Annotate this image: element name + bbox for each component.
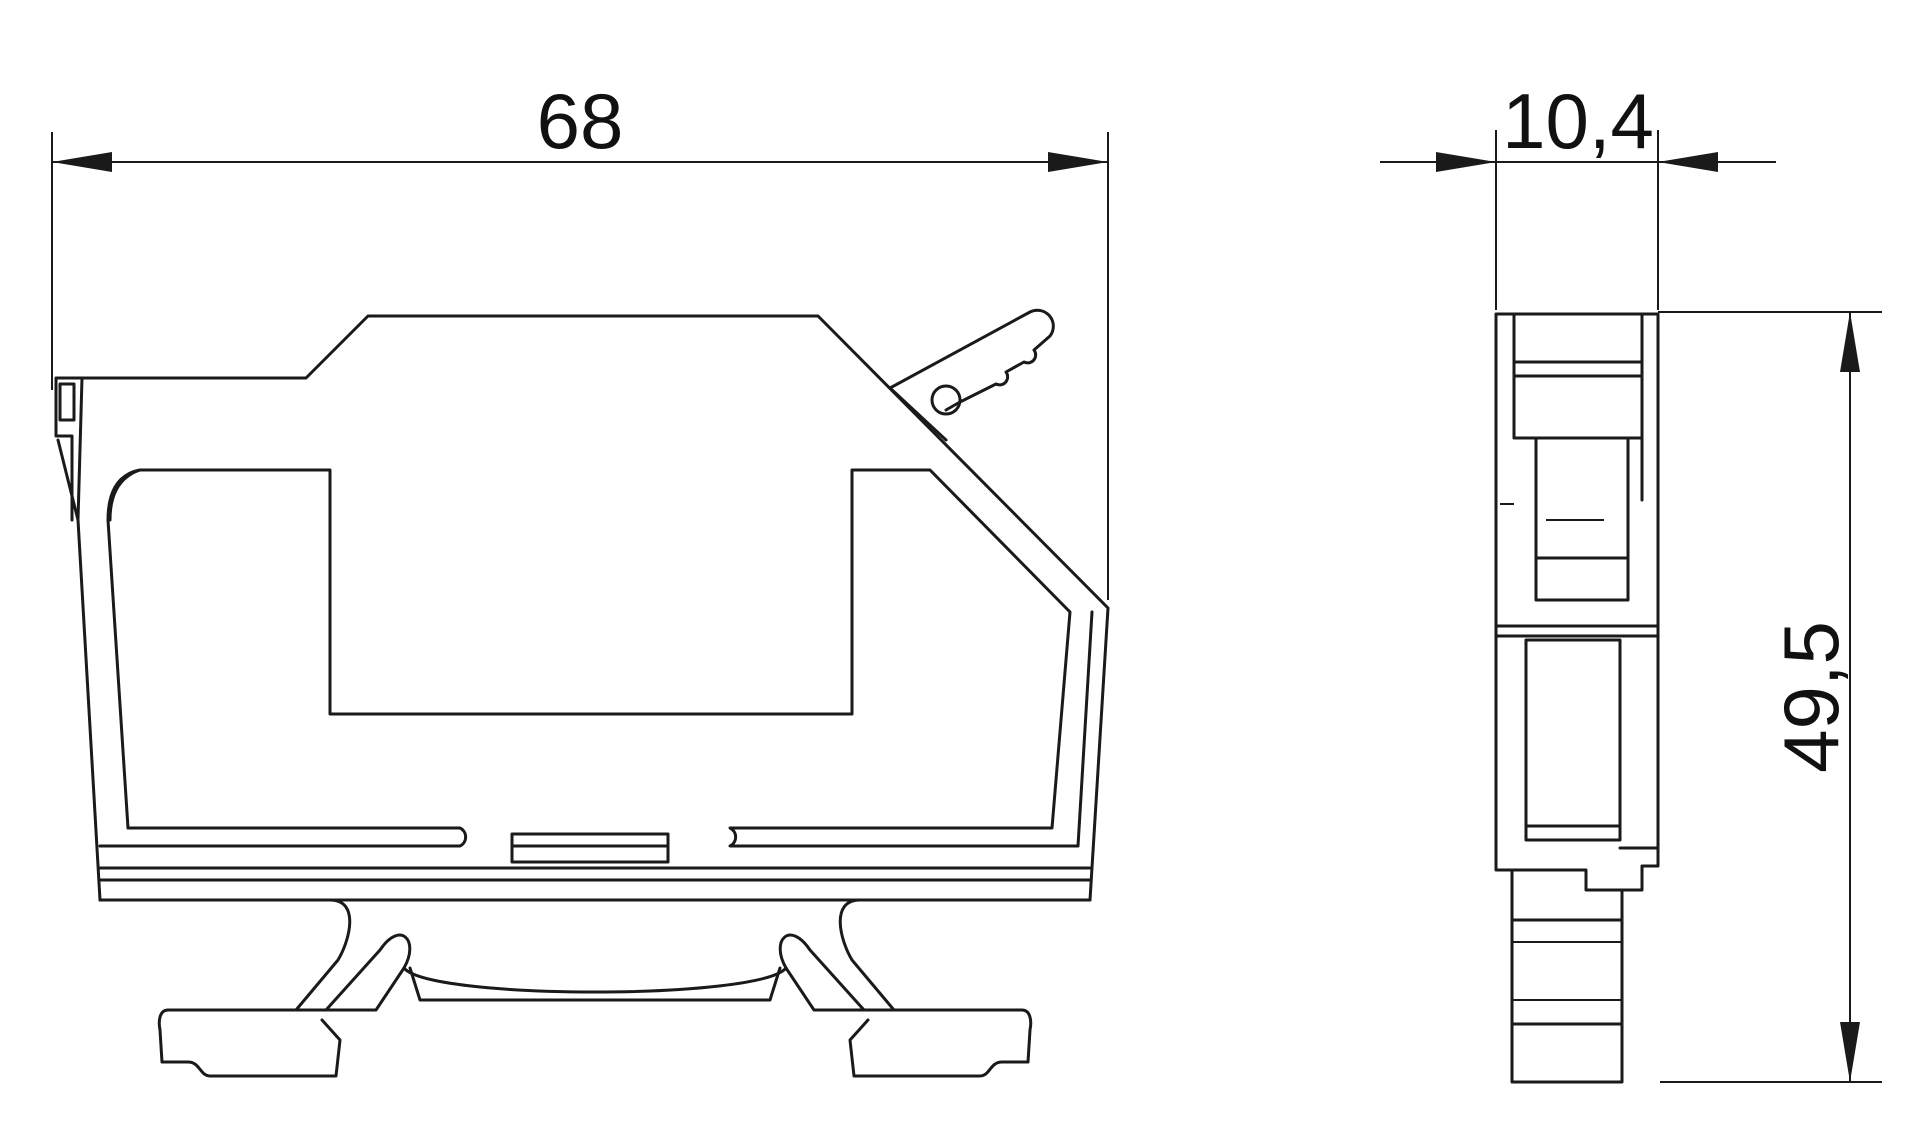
width-dimension: 68 bbox=[51, 77, 1109, 600]
width-dimension-label: 68 bbox=[537, 77, 624, 165]
housing-outline bbox=[76, 314, 1110, 902]
side-view: 10,4 49,5 bbox=[1380, 77, 1882, 1084]
din-rail-foot bbox=[98, 898, 412, 1078]
center-tab bbox=[510, 832, 670, 864]
depth-dimension-label: 10,4 bbox=[1502, 77, 1654, 165]
inner-frame bbox=[138, 468, 1094, 848]
front-view: 68 bbox=[51, 77, 1110, 1078]
lever-arm bbox=[888, 308, 1055, 442]
left-latch bbox=[54, 376, 84, 522]
height-dimension: 49,5 bbox=[1658, 311, 1882, 1083]
side-body bbox=[1494, 312, 1660, 892]
depth-dimension: 10,4 bbox=[1380, 77, 1776, 310]
side-foot bbox=[1510, 868, 1624, 1084]
height-dimension-label: 49,5 bbox=[1767, 621, 1855, 773]
